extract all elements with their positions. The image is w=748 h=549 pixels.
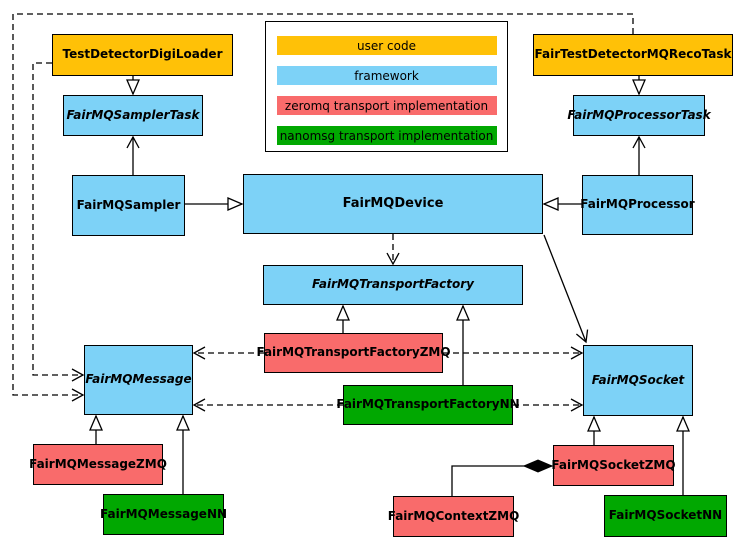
class-box-fairmq-processor: FairMQProcessor <box>580 175 695 235</box>
legend-label: nanomsg transport implementation <box>279 128 494 143</box>
legend: user code framework zeromq transport imp… <box>265 21 508 152</box>
class-box-fair-test-detector-mq-reco-task: FairTestDetectorMQRecoTask <box>533 34 733 76</box>
class-box-fairmq-transport-factory: FairMQTransportFactory <box>263 265 523 305</box>
legend-label: framework <box>354 68 419 83</box>
legend-item-zeromq: zeromq transport implementation <box>276 96 497 115</box>
legend-item-user-code: user code <box>276 36 497 55</box>
class-box-fairmq-socket-zmq: FairMQSocketZMQ <box>551 445 676 486</box>
legend-label: user code <box>357 38 416 53</box>
class-box-test-detector-digi-loader: TestDetectorDigiLoader <box>52 34 233 76</box>
legend-label: zeromq transport implementation <box>284 98 489 113</box>
class-box-fairmq-transport-factory-nn: FairMQTransportFactoryNN <box>336 385 520 425</box>
class-box-fairmq-message: FairMQMessage <box>84 345 193 415</box>
class-box-fairmq-socket: FairMQSocket <box>583 345 693 416</box>
class-box-fairmq-context-zmq: FairMQContextZMQ <box>388 496 519 537</box>
edge-device-to-socket <box>543 234 589 344</box>
legend-item-nanomsg: nanomsg transport implementation <box>276 126 497 145</box>
class-box-fairmq-message-nn: FairMQMessageNN <box>100 494 227 535</box>
class-box-fairmq-message-zmq: FairMQMessageZMQ <box>29 444 167 485</box>
class-box-fairmq-transport-factory-zmq: FairMQTransportFactoryZMQ <box>256 333 451 373</box>
class-box-fairmq-socket-nn: FairMQSocketNN <box>604 495 727 537</box>
class-box-fairmq-processor-task: FairMQProcessorTask <box>567 95 711 136</box>
class-box-fairmq-sampler-task: FairMQSamplerTask <box>63 95 203 136</box>
class-box-fairmq-sampler: FairMQSampler <box>72 175 185 236</box>
class-box-fairmq-device: FairMQDevice <box>243 174 543 234</box>
edge-context_zmq-to-socket_zmq <box>451 466 552 496</box>
legend-item-framework: framework <box>276 66 497 85</box>
